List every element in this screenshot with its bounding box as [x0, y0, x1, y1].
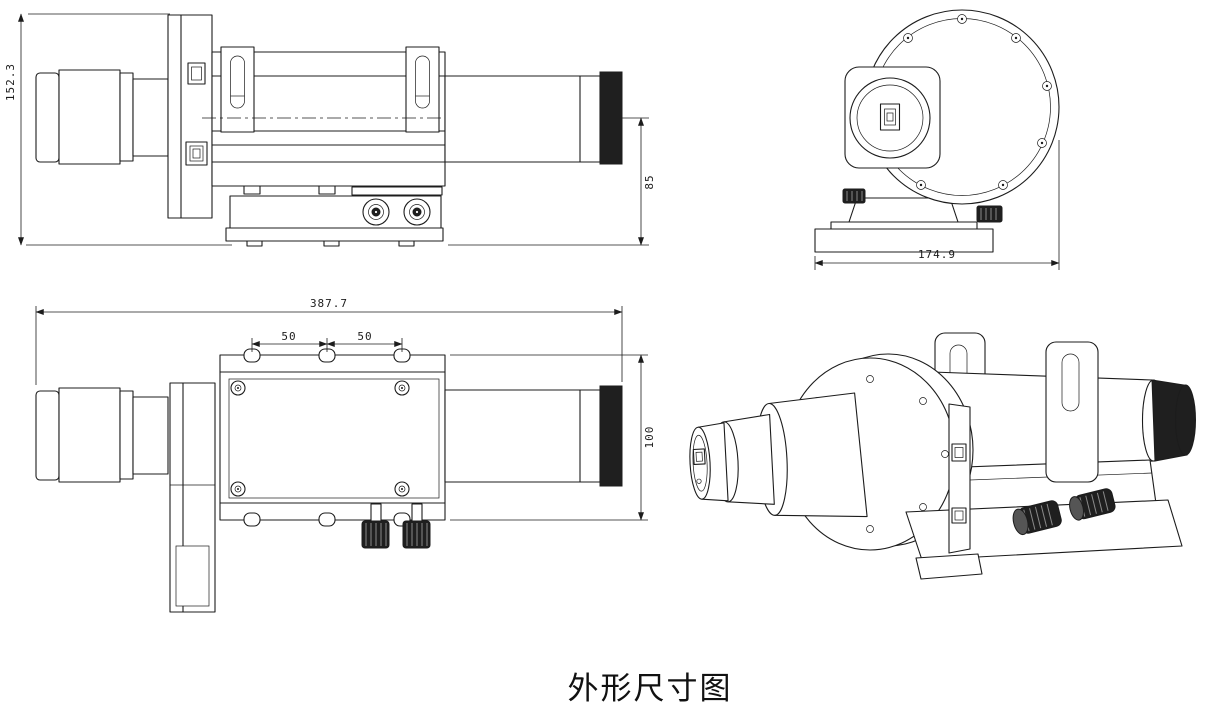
side-view: 152.3 85 — [4, 13, 656, 247]
sv-stage-base — [225, 195, 444, 247]
drawing-title: 外形尺寸图 — [568, 671, 733, 706]
sv-clamp-bracket-right — [405, 46, 440, 133]
sv-camera-assembly — [35, 69, 169, 165]
fv-usb-connector — [879, 103, 901, 131]
sv-clamp-bracket-left — [220, 46, 255, 133]
dim-label-overall-height: 152.3 — [4, 63, 17, 101]
isometric-view — [689, 332, 1196, 580]
fv-housing-screws — [903, 14, 1052, 190]
tv-mounting-plate — [169, 382, 216, 613]
iso-camera — [689, 392, 868, 518]
tv-camera-assembly — [35, 387, 169, 483]
tv-dim-body-width: 100 — [450, 354, 656, 521]
dim-label-overall-length: 387.7 — [310, 297, 348, 310]
dim-label-spacing-left: 50 — [281, 330, 296, 343]
fv-knob-right — [976, 205, 1003, 223]
iso-clamp-front — [1045, 341, 1099, 483]
iso-usb-connector — [692, 448, 706, 466]
tv-body-screws — [230, 380, 410, 497]
fv-dim-overall-width: 174.9 — [814, 140, 1060, 270]
tv-dim-mount-spacing: 50 50 — [251, 330, 403, 352]
sv-dim-axis-height: 85 — [448, 117, 656, 246]
sv-tube-end-cap — [599, 71, 623, 165]
dim-label-spacing-right: 50 — [357, 330, 372, 343]
tv-dim-overall-length: 387.7 — [35, 297, 623, 385]
tv-main-body — [219, 348, 446, 527]
tv-tube — [444, 385, 623, 487]
fv-knob-left — [842, 188, 866, 204]
iso-mounting-plate — [948, 403, 971, 554]
tv-adjustment-knobs — [361, 503, 431, 549]
dim-label-body-width: 100 — [643, 426, 656, 449]
sv-dim-overall-height: 152.3 — [4, 13, 232, 246]
dim-label-axis-height: 85 — [643, 174, 656, 189]
iso-knobs — [1012, 488, 1116, 536]
sv-tube — [444, 71, 623, 165]
front-view: 174.9 — [814, 9, 1060, 270]
tv-tube-end-cap — [599, 385, 623, 487]
fv-neck-base — [814, 197, 994, 253]
top-view: 387.7 50 50 100 — [35, 297, 656, 613]
sv-under-tabs — [243, 185, 443, 196]
sv-mounting-plate — [167, 14, 213, 219]
sv-adjustment-knobs — [362, 198, 431, 226]
dim-label-overall-width: 174.9 — [918, 248, 956, 261]
